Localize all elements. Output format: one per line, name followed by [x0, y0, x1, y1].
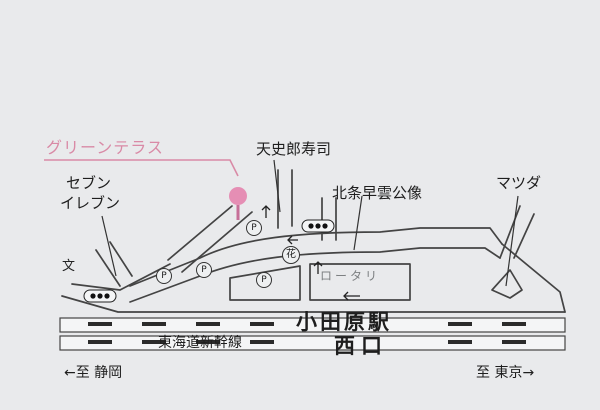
sushi-label: 天史郎寿司 [256, 140, 332, 158]
direction-east: 至 東京→ [476, 365, 535, 381]
parking-icon: P [196, 262, 212, 278]
branch-road-1 [61, 295, 566, 313]
parking-icon: P [156, 268, 172, 284]
rail-tick-5 [448, 322, 472, 326]
rail-tick-12 [502, 340, 526, 344]
traffic-signal-icon [83, 289, 117, 303]
rail-tick-10 [250, 340, 274, 344]
rail-tick-2 [142, 322, 166, 326]
rail-tick-9 [196, 340, 220, 344]
seven-road-right [109, 241, 133, 277]
rail-tick-4 [250, 322, 274, 326]
branch-road-2 [71, 263, 171, 291]
direction-west: ←至 静岡 [64, 365, 123, 381]
arrow-icon [343, 291, 360, 301]
block-1 [229, 265, 301, 301]
station-name: 小田原駅 [296, 310, 392, 334]
station-exit: 西口 [334, 334, 388, 358]
rail-tick-3 [196, 322, 220, 326]
main-road-lower-edge [129, 247, 501, 303]
mazda-road-right [513, 213, 535, 259]
parking-icon: P [246, 220, 262, 236]
statue-leader-line [353, 195, 363, 251]
destination-label: グリーンテラス [46, 138, 164, 157]
terrace-road-right [181, 211, 253, 273]
flower-shop-icon: 花 [282, 246, 300, 264]
right-road [501, 243, 566, 313]
main-road-upper-edge [129, 227, 503, 287]
rail-tick-7 [88, 340, 112, 344]
arrow-icon [287, 235, 298, 245]
rail-tick-8 [142, 340, 166, 344]
arrow-icon [261, 205, 271, 218]
seven-road-left [95, 249, 121, 287]
mazda-leader-line [505, 195, 519, 287]
destination-leader-line [44, 159, 239, 177]
seven-leader-line [101, 215, 117, 277]
rotary-label: ロータリ [320, 269, 381, 283]
map-pin-icon [229, 187, 247, 220]
statue-label: 北条早雲公像 [332, 184, 423, 202]
rail-tick-6 [502, 322, 526, 326]
rail-band-lower [59, 335, 566, 351]
arrow-icon [313, 261, 323, 274]
mazda-road-left [499, 205, 521, 259]
rail-line-label: 東海道新幹線 [158, 335, 242, 351]
traffic-signal-icon [301, 219, 335, 233]
seven-label-2: イレブン [60, 194, 121, 212]
block-mazda [491, 269, 523, 299]
terrace-road-left [167, 205, 233, 261]
rail-tick-11 [448, 340, 472, 344]
mazda-label: マツダ [496, 174, 542, 192]
rail-band-upper [59, 317, 566, 333]
sushi-leader-line [273, 159, 281, 213]
block-2 [309, 263, 411, 301]
seven-label-1: セブン [66, 174, 112, 192]
parking-icon: P [256, 272, 272, 288]
rail-tick-1 [88, 322, 112, 326]
school-icon: 文 [62, 259, 75, 274]
